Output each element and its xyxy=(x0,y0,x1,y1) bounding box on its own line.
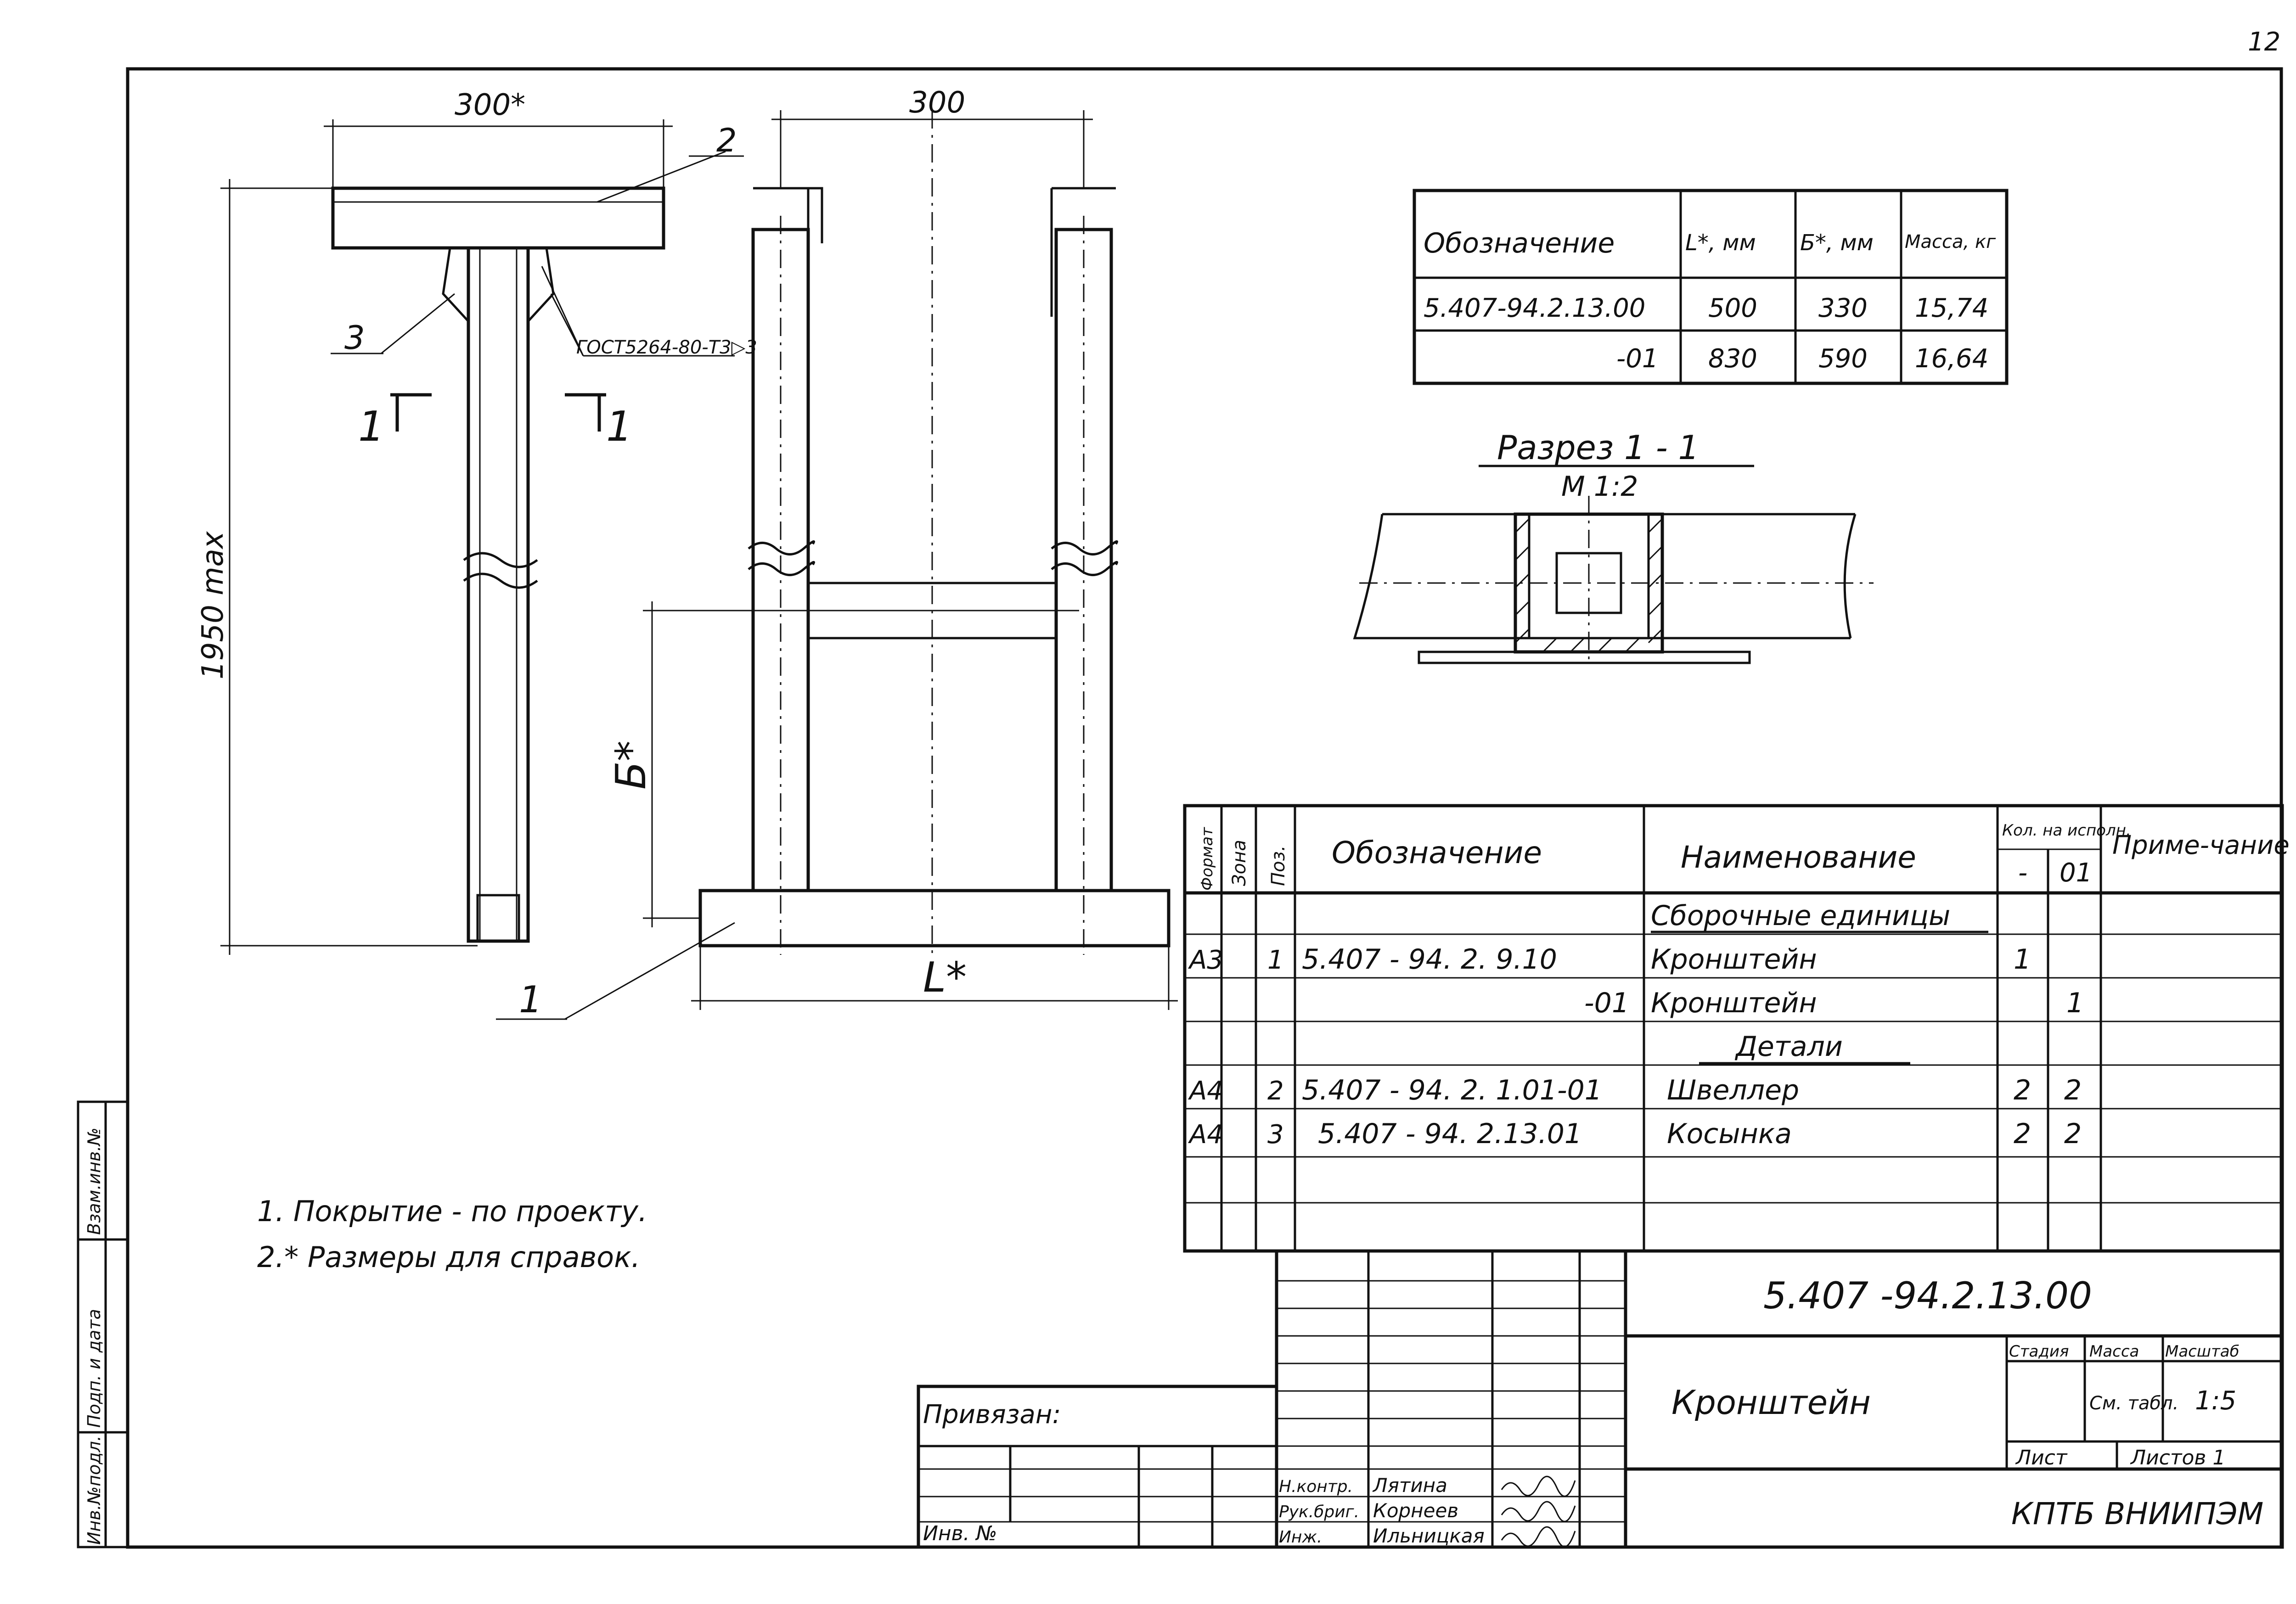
notes: 1. Покрытие - по проекту. 2.* Размеры дл… xyxy=(257,1195,647,1274)
mass-table-cell: 5.407-94.2.13.00 xyxy=(1424,293,1645,323)
section-mark-left: 1 xyxy=(358,403,384,451)
front-view: 300 Б* L* 1 xyxy=(496,86,1178,1021)
spec-header-qty: Кол. на исполн. xyxy=(2002,821,2131,840)
spec-cell-name: Швеллер xyxy=(1667,1074,1799,1106)
side-label-sign: Подп. и дата xyxy=(84,1309,104,1428)
dim-l: L* xyxy=(923,953,967,1002)
product-name: Кронштейн xyxy=(1671,1383,1871,1422)
mass-value: См. табл. xyxy=(2089,1393,2178,1414)
spec-cell-designation: 5.407 - 94. 2.13.01 xyxy=(1318,1118,1582,1150)
mass-table-cell: 16,64 xyxy=(1915,344,1988,374)
callout-pos2: 2 xyxy=(716,122,737,159)
inv-label: Инв. № xyxy=(923,1522,997,1545)
spec-cell-qty-a: 2 xyxy=(2014,1118,2031,1150)
spec-cell-qty-a: 1 xyxy=(2014,943,2031,976)
mass-label: Масса xyxy=(2089,1342,2139,1361)
scale-label: Масштаб xyxy=(2165,1342,2240,1361)
side-view: 1 1 300* 1950 max 2 3 ГОСТ5264-80-Т3▷3 xyxy=(196,88,757,955)
section-scale: М 1:2 xyxy=(1561,471,1638,503)
sheet-number: 12 xyxy=(2248,27,2280,57)
mass-table-header-l: L*, мм xyxy=(1685,230,1756,256)
spec-header-name: Наименование xyxy=(1681,840,1916,875)
spec-cell-designation: 5.407 - 94. 2. 9.10 xyxy=(1302,943,1557,976)
tied-label: Привязан: xyxy=(923,1400,1061,1430)
spec-cell-format: А3 xyxy=(1188,945,1223,975)
spec-cell-qty-b: 2 xyxy=(2064,1118,2082,1150)
role-label: Н.контр. xyxy=(1279,1477,1353,1496)
section-mark-right: 1 xyxy=(606,403,632,451)
spec-header-zone: Зона xyxy=(1229,840,1250,886)
dim-height: 1950 max xyxy=(196,531,230,679)
spec-cell-qty-b: 2 xyxy=(2064,1074,2082,1106)
weld-callout: ГОСТ5264-80-Т3▷3 xyxy=(576,337,757,358)
spec-header-format: Формат xyxy=(1198,827,1216,891)
spec-header-note: Приме-чание xyxy=(2112,830,2290,860)
mass-table-cell: -01 xyxy=(1616,344,1658,374)
spec-cell-qty-a: 2 xyxy=(2014,1074,2031,1106)
callout-pos3: 3 xyxy=(344,319,365,357)
spec-header-designation: Обозначение xyxy=(1332,835,1542,870)
role-name: Корнеев xyxy=(1373,1499,1458,1522)
scale-value: 1:5 xyxy=(2195,1386,2236,1416)
spec-cell-format: А4 xyxy=(1188,1120,1223,1150)
sheets-label: Листов 1 xyxy=(2130,1446,2225,1469)
mass-table-header-designation: Обозначение xyxy=(1424,227,1615,259)
signature xyxy=(1501,1475,1576,1497)
mass-table-cell: 500 xyxy=(1708,293,1757,323)
spec-cell-designation: 5.407 - 94. 2. 1.01-01 xyxy=(1302,1074,1602,1106)
spec-cell-designation: -01 xyxy=(1584,987,1629,1019)
mass-table-cell: 590 xyxy=(1818,344,1868,374)
note-line: 1. Покрытие - по проекту. xyxy=(257,1195,647,1228)
callout-pos1: 1 xyxy=(519,978,542,1021)
dim-bracket-width: 300* xyxy=(455,88,525,122)
dim-frame-width: 300 xyxy=(909,86,965,120)
note-line: 2.* Размеры для справок. xyxy=(257,1240,640,1274)
stage-label: Стадия xyxy=(2009,1342,2069,1361)
signature xyxy=(1501,1526,1576,1548)
spec-table: Формат Зона Поз. Обозначение Наименовани… xyxy=(1183,804,2290,1253)
section-title: Разрез 1 - 1 xyxy=(1497,428,1699,467)
spec-cell-pos: 1 xyxy=(1267,945,1284,975)
section-view: Разрез 1 - 1 М 1:2 xyxy=(1353,428,1874,664)
mass-table-header-b: Б*, мм xyxy=(1800,230,1874,256)
role-label: Инж. xyxy=(1279,1528,1322,1547)
side-stamp: Взам.инв.№ Подп. и дата Инв.№подл. xyxy=(77,1100,129,1548)
mass-table-cell: 330 xyxy=(1818,293,1868,323)
spec-header-qty-b: 01 xyxy=(2060,858,2092,888)
dim-b: Б* xyxy=(607,740,655,790)
drawing-frame xyxy=(126,67,2283,1549)
mass-table-header-mass: Масса, кг xyxy=(1905,231,1996,252)
spec-group-title: Детали xyxy=(1734,1031,1843,1063)
spec-group-title: Сборочные единицы xyxy=(1651,900,1950,932)
side-label-replace: Взам.инв.№ xyxy=(84,1127,104,1235)
mass-table: Обозначение L*, мм Б*, мм Масса, кг 5.40… xyxy=(1412,189,2009,385)
spec-cell-name: Кронштейн xyxy=(1651,943,1817,976)
mass-table-cell: 830 xyxy=(1708,344,1757,374)
sheet-label: Лист xyxy=(2015,1446,2068,1469)
role-name: Ильницкая xyxy=(1373,1525,1485,1547)
role-label: Рук.бриг. xyxy=(1279,1503,1359,1521)
spec-cell-pos: 3 xyxy=(1267,1120,1284,1150)
doc-number: 5.407 -94.2.13.00 xyxy=(1763,1274,2092,1317)
signature xyxy=(1501,1501,1576,1522)
spec-cell-name: Кронштейн xyxy=(1651,987,1817,1019)
spec-cell-pos: 2 xyxy=(1267,1076,1284,1106)
spec-cell-format: А4 xyxy=(1188,1076,1223,1106)
mass-table-cell: 15,74 xyxy=(1915,293,1988,323)
spec-header-qty-a: - xyxy=(2018,858,2027,888)
organization: КПТБ ВНИИПЭМ xyxy=(2011,1496,2263,1531)
title-block: Привязан: Инв. № Н.контр. Лятина Рук.бри… xyxy=(917,1249,2284,1549)
spec-cell-qty-b: 1 xyxy=(2066,987,2084,1019)
spec-header-pos: Поз. xyxy=(1268,845,1289,886)
side-label-inv: Инв.№подл. xyxy=(84,1436,104,1545)
role-name: Лятина xyxy=(1372,1474,1447,1497)
spec-cell-name: Косынка xyxy=(1667,1118,1792,1150)
